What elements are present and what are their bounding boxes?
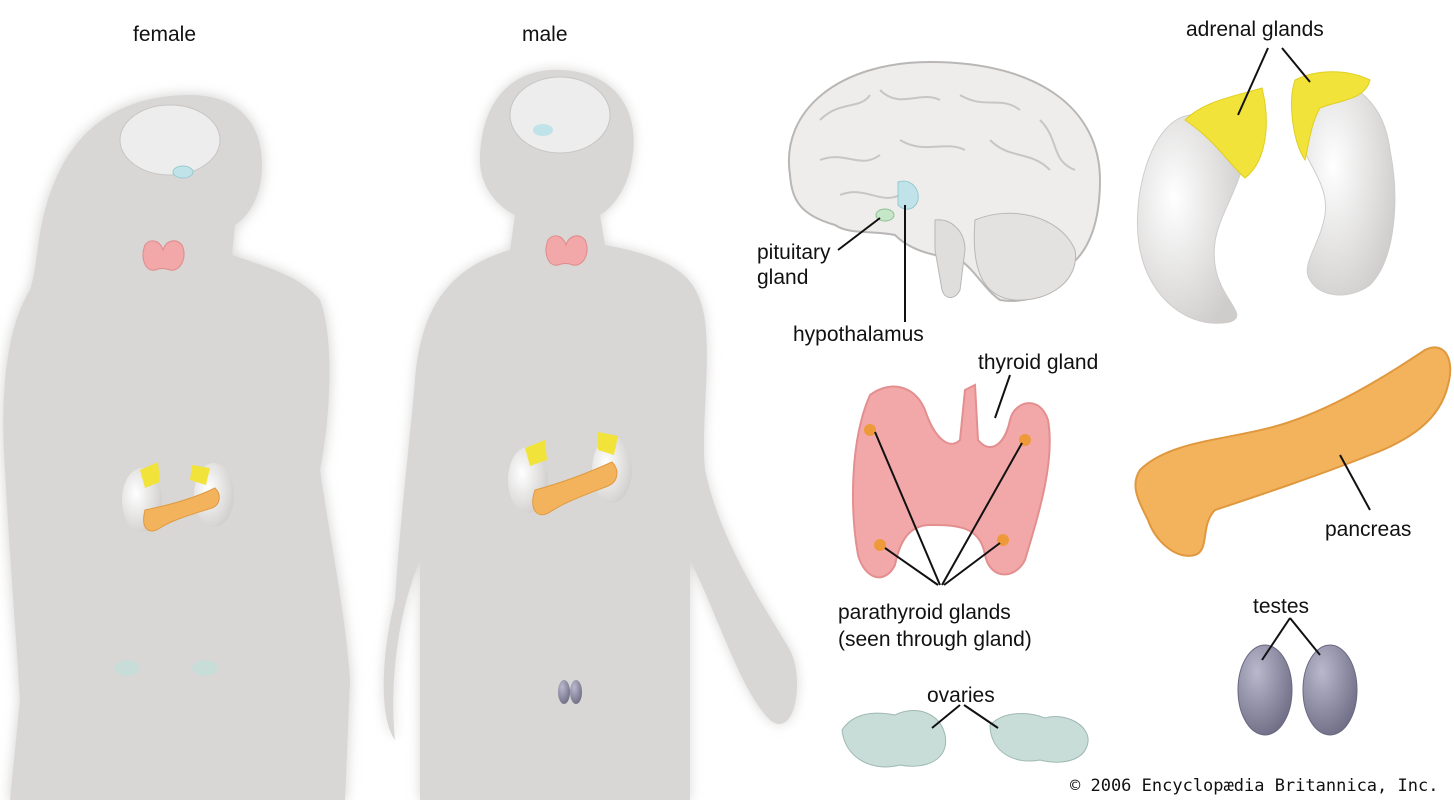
ovaries-label: ovaries (927, 683, 995, 708)
thyroid-leader (995, 375, 1010, 418)
pancreas-label: pancreas (1325, 517, 1411, 542)
male-pituitary (533, 124, 553, 136)
female-pituitary (173, 166, 193, 178)
female-ovary-right (192, 660, 218, 676)
brain-detail (789, 62, 1100, 301)
adrenal-detail (1137, 48, 1394, 323)
female-brain (120, 105, 220, 175)
male-testis-left (558, 680, 570, 704)
ovaries-detail (842, 705, 1088, 767)
male-testis-right (570, 680, 582, 704)
parathyroid-ul (864, 424, 876, 436)
ovary-left-detail (842, 711, 946, 767)
adrenal-leader-right (1282, 48, 1310, 82)
male-label: male (522, 22, 568, 47)
male-figure (384, 70, 797, 800)
male-brain (510, 77, 610, 153)
copyright-credit: © 2006 Encyclopædia Britannica, Inc. (1070, 776, 1438, 796)
pituitary-label-line2: gland (757, 265, 808, 290)
ovaries-leader-left (932, 705, 960, 728)
pituitary-label-line1: pituitary (757, 240, 831, 265)
parathyroid-label-line2: (seen through gland) (838, 627, 1032, 652)
female-silhouette-fill (3, 95, 350, 800)
parathyroid-ll (874, 539, 886, 551)
ovary-right-detail (990, 714, 1088, 763)
adrenal-glands-label: adrenal glands (1186, 17, 1324, 42)
hypothalamus-label: hypothalamus (793, 322, 924, 347)
ovaries-leader-right (964, 705, 998, 728)
testis-left-detail (1238, 645, 1292, 735)
pancreas-leader (1340, 455, 1370, 510)
female-ovary-left (114, 660, 140, 676)
thyroid-detail (853, 375, 1050, 585)
male-silhouette (384, 70, 797, 800)
testis-right-detail (1303, 645, 1357, 735)
testes-detail (1238, 618, 1357, 735)
thyroid-gland-label: thyroid gland (978, 350, 1098, 375)
testes-label: testes (1253, 594, 1309, 619)
female-figure (3, 95, 350, 800)
parathyroid-label-line1: parathyroid glands (838, 600, 1011, 625)
testes-leader-right (1290, 618, 1320, 655)
female-label: female (133, 22, 196, 47)
